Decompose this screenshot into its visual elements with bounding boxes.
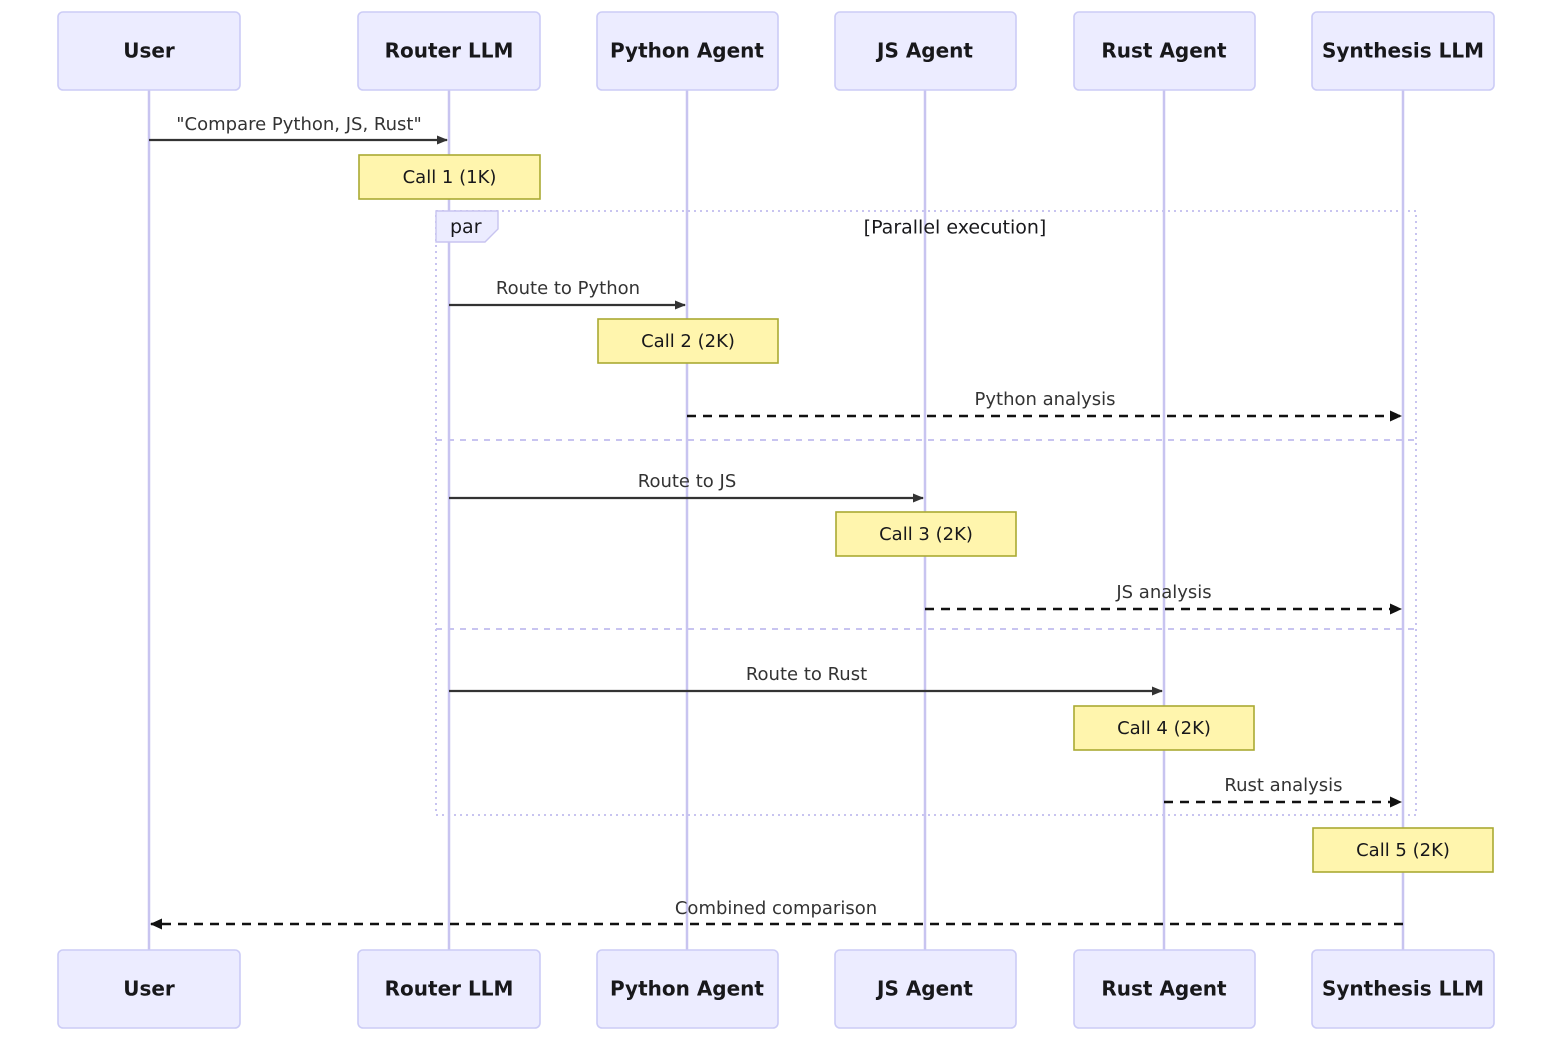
participant-box[interactable] xyxy=(57,949,241,1029)
message-label: JS analysis xyxy=(1115,582,1211,603)
participant-box[interactable] xyxy=(1311,11,1495,91)
participant-js-bottom[interactable]: JS Agent xyxy=(834,949,1017,1029)
note-n2: Call 2 (2K) xyxy=(597,318,779,364)
participant-box[interactable] xyxy=(1073,949,1256,1029)
participant-label: Rust Agent xyxy=(1101,39,1227,63)
message-m5: JS analysis xyxy=(925,582,1402,615)
participant-rust-bottom[interactable]: Rust Agent xyxy=(1073,949,1256,1029)
note-box xyxy=(597,318,779,364)
note-box xyxy=(1073,705,1255,751)
participant-js-top[interactable]: JS Agent xyxy=(834,11,1017,91)
note-label: Call 2 (2K) xyxy=(641,331,735,352)
note-label: Call 5 (2K) xyxy=(1356,840,1450,861)
message-m6: Route to Rust xyxy=(449,664,1163,696)
message-m2: Route to Python xyxy=(449,278,686,310)
note-n1: Call 1 (1K) xyxy=(358,154,541,200)
message-label: Rust analysis xyxy=(1224,775,1342,796)
participant-box[interactable] xyxy=(596,949,779,1029)
participant-python-top[interactable]: Python Agent xyxy=(596,11,779,91)
participant-label: Rust Agent xyxy=(1101,977,1227,1001)
message-m1: "Compare Python, JS, Rust" xyxy=(149,114,448,145)
message-label: Route to JS xyxy=(638,471,737,492)
participant-label: Synthesis LLM xyxy=(1322,39,1484,63)
note-label: Call 3 (2K) xyxy=(879,524,973,545)
messages-group: "Compare Python, JS, Rust" Route to Pytho… xyxy=(149,114,1403,930)
message-label: Combined comparison xyxy=(675,898,877,919)
notes-group: Call 1 (1K) Call 2 (2K) Call 3 (2K) Call 4 … xyxy=(358,154,1494,873)
participant-label: User xyxy=(123,977,175,1001)
note-label: Call 1 (1K) xyxy=(403,167,497,188)
fragment-tab-shape xyxy=(435,210,499,243)
participant-python-bottom[interactable]: Python Agent xyxy=(596,949,779,1029)
participant-user-bottom[interactable]: User xyxy=(57,949,241,1029)
note-box xyxy=(358,154,541,200)
participant-box[interactable] xyxy=(834,949,1017,1029)
participant-box[interactable] xyxy=(357,11,541,91)
participant-rust-top[interactable]: Rust Agent xyxy=(1073,11,1256,91)
message-label: "Compare Python, JS, Rust" xyxy=(176,114,422,135)
participant-label: Router LLM xyxy=(385,39,514,63)
participant-user-top[interactable]: User xyxy=(57,11,241,91)
message-m3: Python analysis xyxy=(687,389,1402,422)
lifelines-group xyxy=(147,90,1405,950)
note-label: Call 4 (2K) xyxy=(1117,718,1211,739)
participant-label: Router LLM xyxy=(385,977,514,1001)
participant-label: Synthesis LLM xyxy=(1322,977,1484,1001)
participant-label: JS Agent xyxy=(875,977,973,1001)
message-m8: Combined comparison xyxy=(150,898,1403,930)
message-m7: Rust analysis xyxy=(1164,775,1402,808)
fragment-title: [Parallel execution] xyxy=(864,217,1047,239)
participant-label: JS Agent xyxy=(875,39,973,63)
message-m4: Route to JS xyxy=(449,471,924,503)
fragment-tab-label: par xyxy=(450,216,482,238)
message-label: Route to Python xyxy=(496,278,640,299)
participant-box[interactable] xyxy=(357,949,541,1029)
note-n3: Call 3 (2K) xyxy=(835,511,1017,557)
fragment-frames-group: par [Parallel execution] xyxy=(435,210,1417,816)
note-box xyxy=(835,511,1017,557)
participant-box[interactable] xyxy=(57,11,241,91)
message-label: Python analysis xyxy=(975,389,1116,410)
note-n4: Call 4 (2K) xyxy=(1073,705,1255,751)
participant-label: User xyxy=(123,39,175,63)
message-label: Route to Rust xyxy=(746,664,867,685)
participant-router-top[interactable]: Router LLM xyxy=(357,11,541,91)
participant-synthesis-top[interactable]: Synthesis LLM xyxy=(1311,11,1495,91)
participant-synthesis-bottom[interactable]: Synthesis LLM xyxy=(1311,949,1495,1029)
participant-box[interactable] xyxy=(1073,11,1256,91)
participant-router-bottom[interactable]: Router LLM xyxy=(357,949,541,1029)
note-n5: Call 5 (2K) xyxy=(1312,827,1494,873)
participant-box[interactable] xyxy=(1311,949,1495,1029)
participant-box[interactable] xyxy=(834,11,1017,91)
participant-label: Python Agent xyxy=(610,977,764,1001)
note-box xyxy=(1312,827,1494,873)
participant-label: Python Agent xyxy=(610,39,764,63)
participant-box[interactable] xyxy=(596,11,779,91)
